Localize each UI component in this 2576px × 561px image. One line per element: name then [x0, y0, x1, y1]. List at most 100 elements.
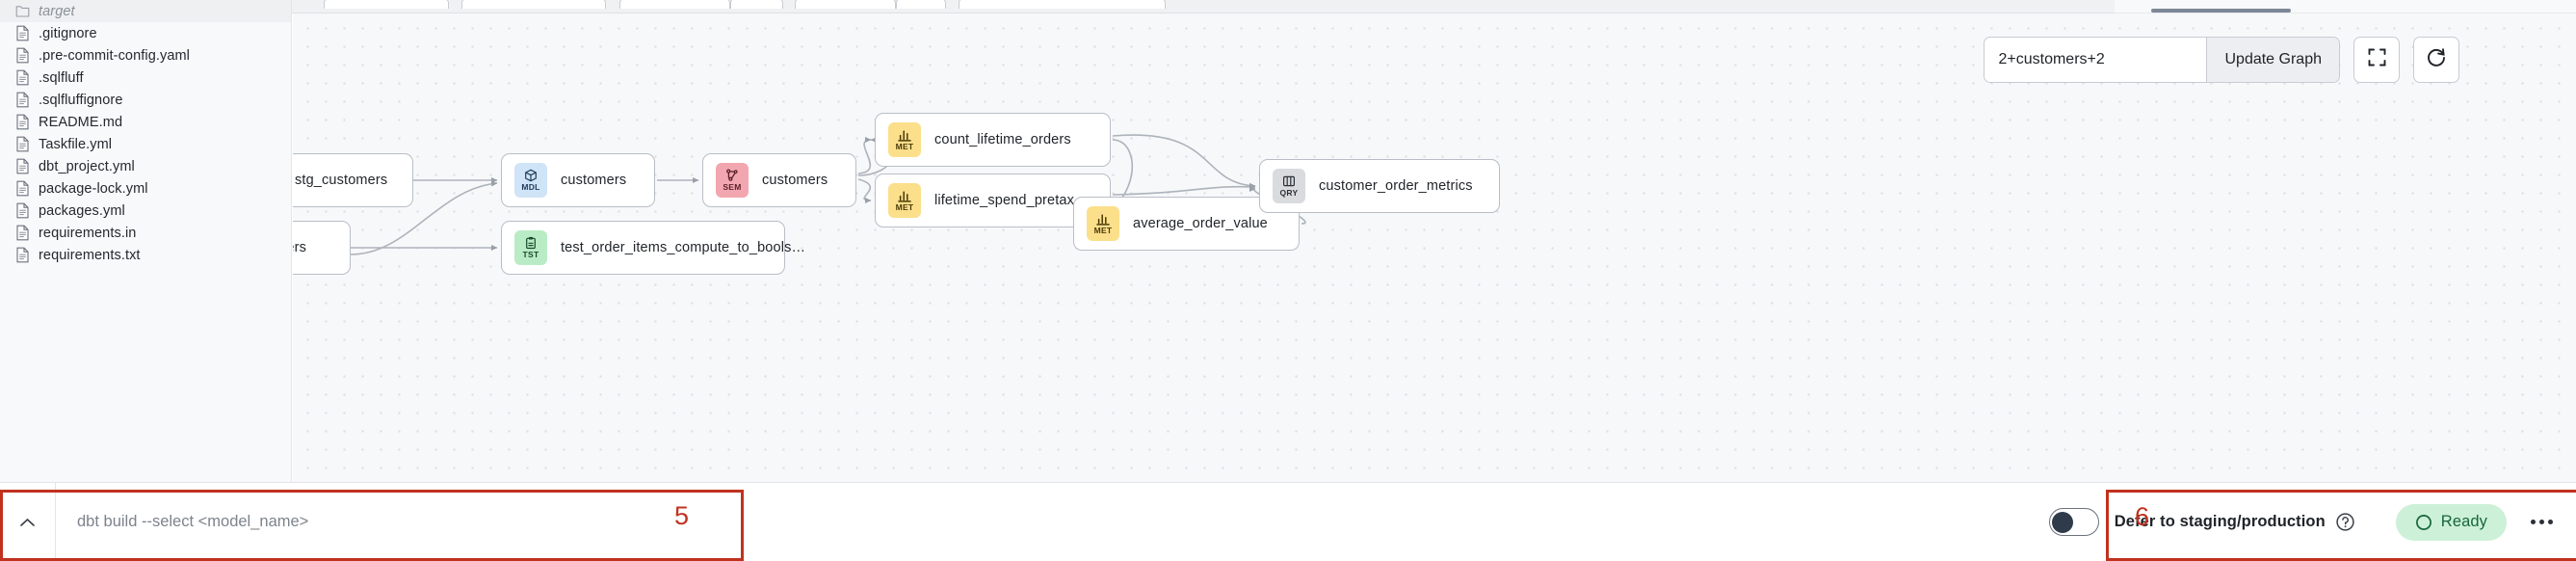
- lineage-node[interactable]: MDLstg_customers: [293, 153, 413, 207]
- file-list-item[interactable]: .pre-commit-config.yaml: [0, 44, 291, 67]
- graph-query-group[interactable]: Update Graph: [1984, 37, 2340, 83]
- barchart-icon: MET: [1087, 206, 1119, 241]
- clipboard-icon: TST: [514, 230, 547, 265]
- file-list-item-label: package-lock.yml: [39, 180, 148, 197]
- file-icon: [15, 69, 30, 86]
- file-explorer-sidebar[interactable]: target .gitignore .pre-commit-config.yam…: [0, 0, 292, 482]
- file-list-item[interactable]: README.md: [0, 111, 291, 133]
- lineage-node-label: count_lifetime_orders: [934, 132, 1071, 147]
- file-list-item-label: requirements.in: [39, 225, 137, 241]
- file-list-item[interactable]: Taskfile.yml: [0, 133, 291, 155]
- file-icon: [15, 92, 30, 108]
- editor-tab-strip[interactable]: [292, 0, 2115, 13]
- file-list-item[interactable]: package-lock.yml: [0, 177, 291, 200]
- status-badge-text: Ready: [2440, 513, 2487, 530]
- file-list-item-label: Taskfile.yml: [39, 136, 113, 152]
- node-kind-code: MET: [895, 202, 914, 213]
- tab-stub[interactable]: [461, 0, 606, 9]
- lineage-node-label: average_order_value: [1133, 216, 1268, 231]
- file-icon: [15, 25, 30, 41]
- more-horizontal-icon[interactable]: [2520, 501, 2563, 544]
- lineage-node[interactable]: TST test_order_items_compute_to_bools…: [501, 221, 805, 275]
- query-icon: QRY: [1273, 169, 1305, 203]
- circle-icon: [2415, 514, 2432, 531]
- command-bar[interactable]: [0, 483, 595, 561]
- file-list-item-label: requirements.txt: [39, 247, 141, 263]
- toggle-knob: [2052, 511, 2074, 533]
- status-badge[interactable]: Ready: [2395, 503, 2507, 541]
- node-kind-code: QRY: [1279, 188, 1299, 199]
- node-kind-code: MET: [1093, 226, 1113, 236]
- file-icon: [15, 202, 30, 219]
- folder-icon: [15, 3, 30, 19]
- file-list-item-label: .gitignore: [39, 25, 97, 41]
- tab-stub[interactable]: [324, 0, 449, 9]
- file-list-item-label: .sqlfluff: [39, 69, 84, 86]
- overflow-dots: [2530, 520, 2553, 524]
- lineage-node-label: orders: [293, 240, 306, 255]
- file-icon: [15, 136, 30, 152]
- barchart-icon: MET: [888, 183, 921, 218]
- tab-stub[interactable]: [619, 0, 730, 9]
- fullscreen-button[interactable]: [2353, 37, 2400, 83]
- file-icon: [15, 158, 30, 174]
- node-kind-code: SEM: [723, 182, 742, 193]
- defer-label: Defer to staging/production: [2114, 513, 2326, 530]
- node-kind-code: TST: [522, 250, 539, 260]
- file-list-item[interactable]: packages.yml: [0, 200, 291, 222]
- update-graph-button[interactable]: Update Graph: [2206, 38, 2339, 82]
- lineage-node-label: test_order_items_compute_to_bools…: [561, 240, 806, 255]
- defer-toggle[interactable]: [2048, 508, 2099, 536]
- file-icon: [15, 247, 30, 263]
- defer-control[interactable]: Defer to staging/production: [1997, 483, 2375, 561]
- lineage-node-label: stg_customers: [295, 173, 388, 188]
- dbt-command-input[interactable]: [56, 483, 595, 561]
- graph-toolbar[interactable]: Update Graph: [1984, 37, 2459, 83]
- tab-stub[interactable]: [730, 0, 783, 9]
- fullscreen-icon: [2367, 47, 2387, 72]
- tab-stub[interactable]: [795, 0, 896, 9]
- file-icon: [15, 225, 30, 241]
- cube-icon: MDL: [514, 163, 547, 198]
- file-list-item[interactable]: target: [0, 0, 291, 22]
- lineage-node-label: lifetime_spend_pretax: [934, 193, 1075, 208]
- tab-stub[interactable]: [959, 0, 1166, 9]
- file-list-item[interactable]: .sqlfluffignore: [0, 89, 291, 111]
- barchart-icon: MET: [888, 122, 921, 157]
- lineage-node-label: customers: [561, 173, 627, 188]
- file-list-item-label: dbt_project.yml: [39, 158, 135, 174]
- lineage-node-label: customers: [762, 173, 828, 188]
- lineage-graph-canvas[interactable]: MDLstg_customers MDLorders MDLcustomers …: [293, 13, 2576, 482]
- file-list-item[interactable]: requirements.txt: [0, 244, 291, 266]
- file-list-item[interactable]: requirements.in: [0, 222, 291, 244]
- file-list-item-label: target: [39, 3, 75, 19]
- file-icon: [15, 180, 30, 197]
- help-circle-icon[interactable]: [2335, 512, 2355, 532]
- file-list-item[interactable]: .sqlfluff: [0, 67, 291, 89]
- lineage-node[interactable]: SEM customers: [702, 153, 856, 207]
- lineage-node-label: customer_order_metrics: [1319, 178, 1473, 194]
- active-tab-underline: [2151, 9, 2291, 13]
- file-list-item-label: .sqlfluffignore: [39, 92, 123, 108]
- file-icon: [15, 114, 30, 130]
- refresh-icon: [2426, 47, 2447, 73]
- file-list-item-label: packages.yml: [39, 202, 125, 219]
- lineage-node[interactable]: QRY customer_order_metrics: [1259, 159, 1500, 213]
- status-bar-right: Defer to staging/production Ready: [1997, 483, 2576, 561]
- lineage-node[interactable]: MET average_order_value: [1073, 197, 1300, 251]
- file-list: target .gitignore .pre-commit-config.yam…: [0, 0, 291, 266]
- lineage-node[interactable]: MET lifetime_spend_pretax: [875, 174, 1111, 227]
- file-list-item[interactable]: .gitignore: [0, 22, 291, 44]
- graph-query-input[interactable]: [1985, 38, 2207, 82]
- lineage-node[interactable]: MDL customers: [501, 153, 655, 207]
- node-kind-code: MDL: [521, 182, 540, 193]
- file-list-item-label: README.md: [39, 114, 123, 130]
- tab-stub[interactable]: [896, 0, 946, 9]
- lineage-node[interactable]: MET count_lifetime_orders: [875, 113, 1111, 167]
- status-bar: Defer to staging/production Ready: [0, 482, 2576, 561]
- lineage-node[interactable]: MDLorders: [293, 221, 351, 275]
- refresh-button[interactable]: [2413, 37, 2459, 83]
- chevron-up-icon[interactable]: [0, 483, 56, 561]
- file-list-item-label: .pre-commit-config.yaml: [39, 47, 190, 64]
- file-list-item[interactable]: dbt_project.yml: [0, 155, 291, 177]
